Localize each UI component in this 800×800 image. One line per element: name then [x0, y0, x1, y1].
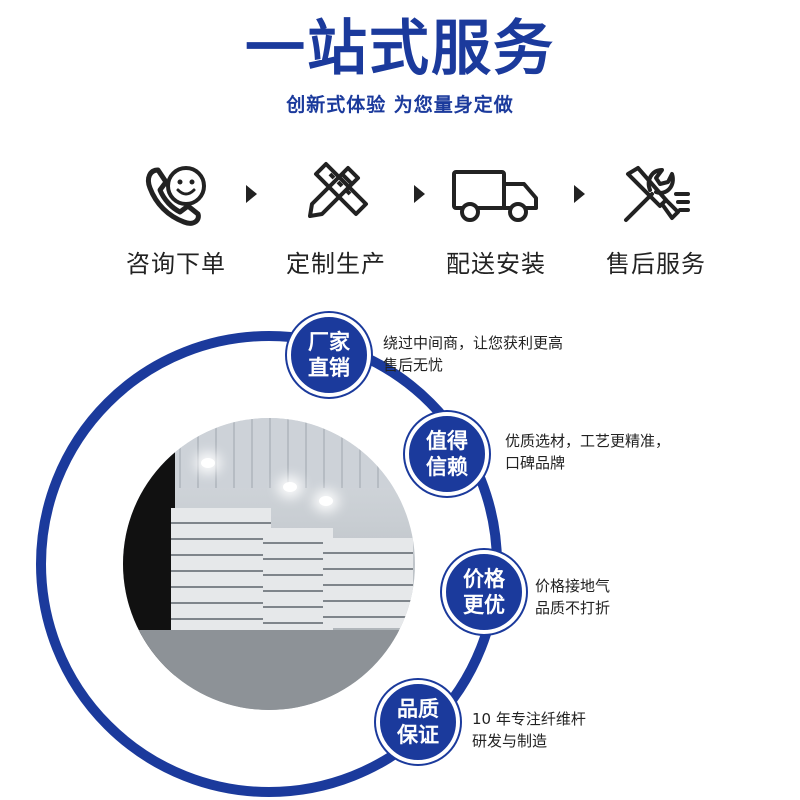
feature-text-factory-direct: 绕过中间商，让您获利更高售后无忧: [383, 334, 564, 374]
tools-icon: [624, 166, 690, 222]
pencil-ruler-icon: [308, 162, 368, 218]
feature-text-trustworthy: 优质选材，工艺更精准，口碑品牌: [505, 432, 671, 472]
badge-factory-direct: 厂家直销: [287, 313, 371, 397]
page-title: 一站式服务: [245, 14, 555, 84]
page-subtitle: 创新式体验 为您量身定做: [286, 94, 514, 116]
step-produce: 定制生产: [256, 160, 416, 279]
badge-quality-guarantee: 品质保证: [376, 680, 460, 764]
step-label: 配送安装: [446, 250, 546, 278]
feature-text-quality-guarantee: 10 年专注纤维杆研发与制造: [472, 710, 586, 750]
feature-text-better-price: 价格接地气品质不打折: [535, 577, 611, 617]
phone-smile-icon: [145, 166, 206, 226]
chevron-right-icon: [414, 185, 425, 203]
badge-trustworthy: 值得信赖: [405, 412, 489, 496]
step-label: 定制生产: [286, 250, 386, 278]
chevron-right-icon: [574, 185, 585, 203]
chevron-right-icon: [246, 185, 257, 203]
truck-icon: [452, 170, 538, 222]
badge-better-price: 价格更优: [442, 550, 526, 634]
step-consult: 咨询下单: [96, 160, 256, 279]
step-label: 售后服务: [606, 250, 706, 278]
step-aftersales: 售后服务: [576, 160, 736, 279]
step-deliver: 配送安装: [416, 160, 576, 279]
factory-photo: [123, 418, 415, 710]
step-label: 咨询下单: [126, 250, 226, 278]
